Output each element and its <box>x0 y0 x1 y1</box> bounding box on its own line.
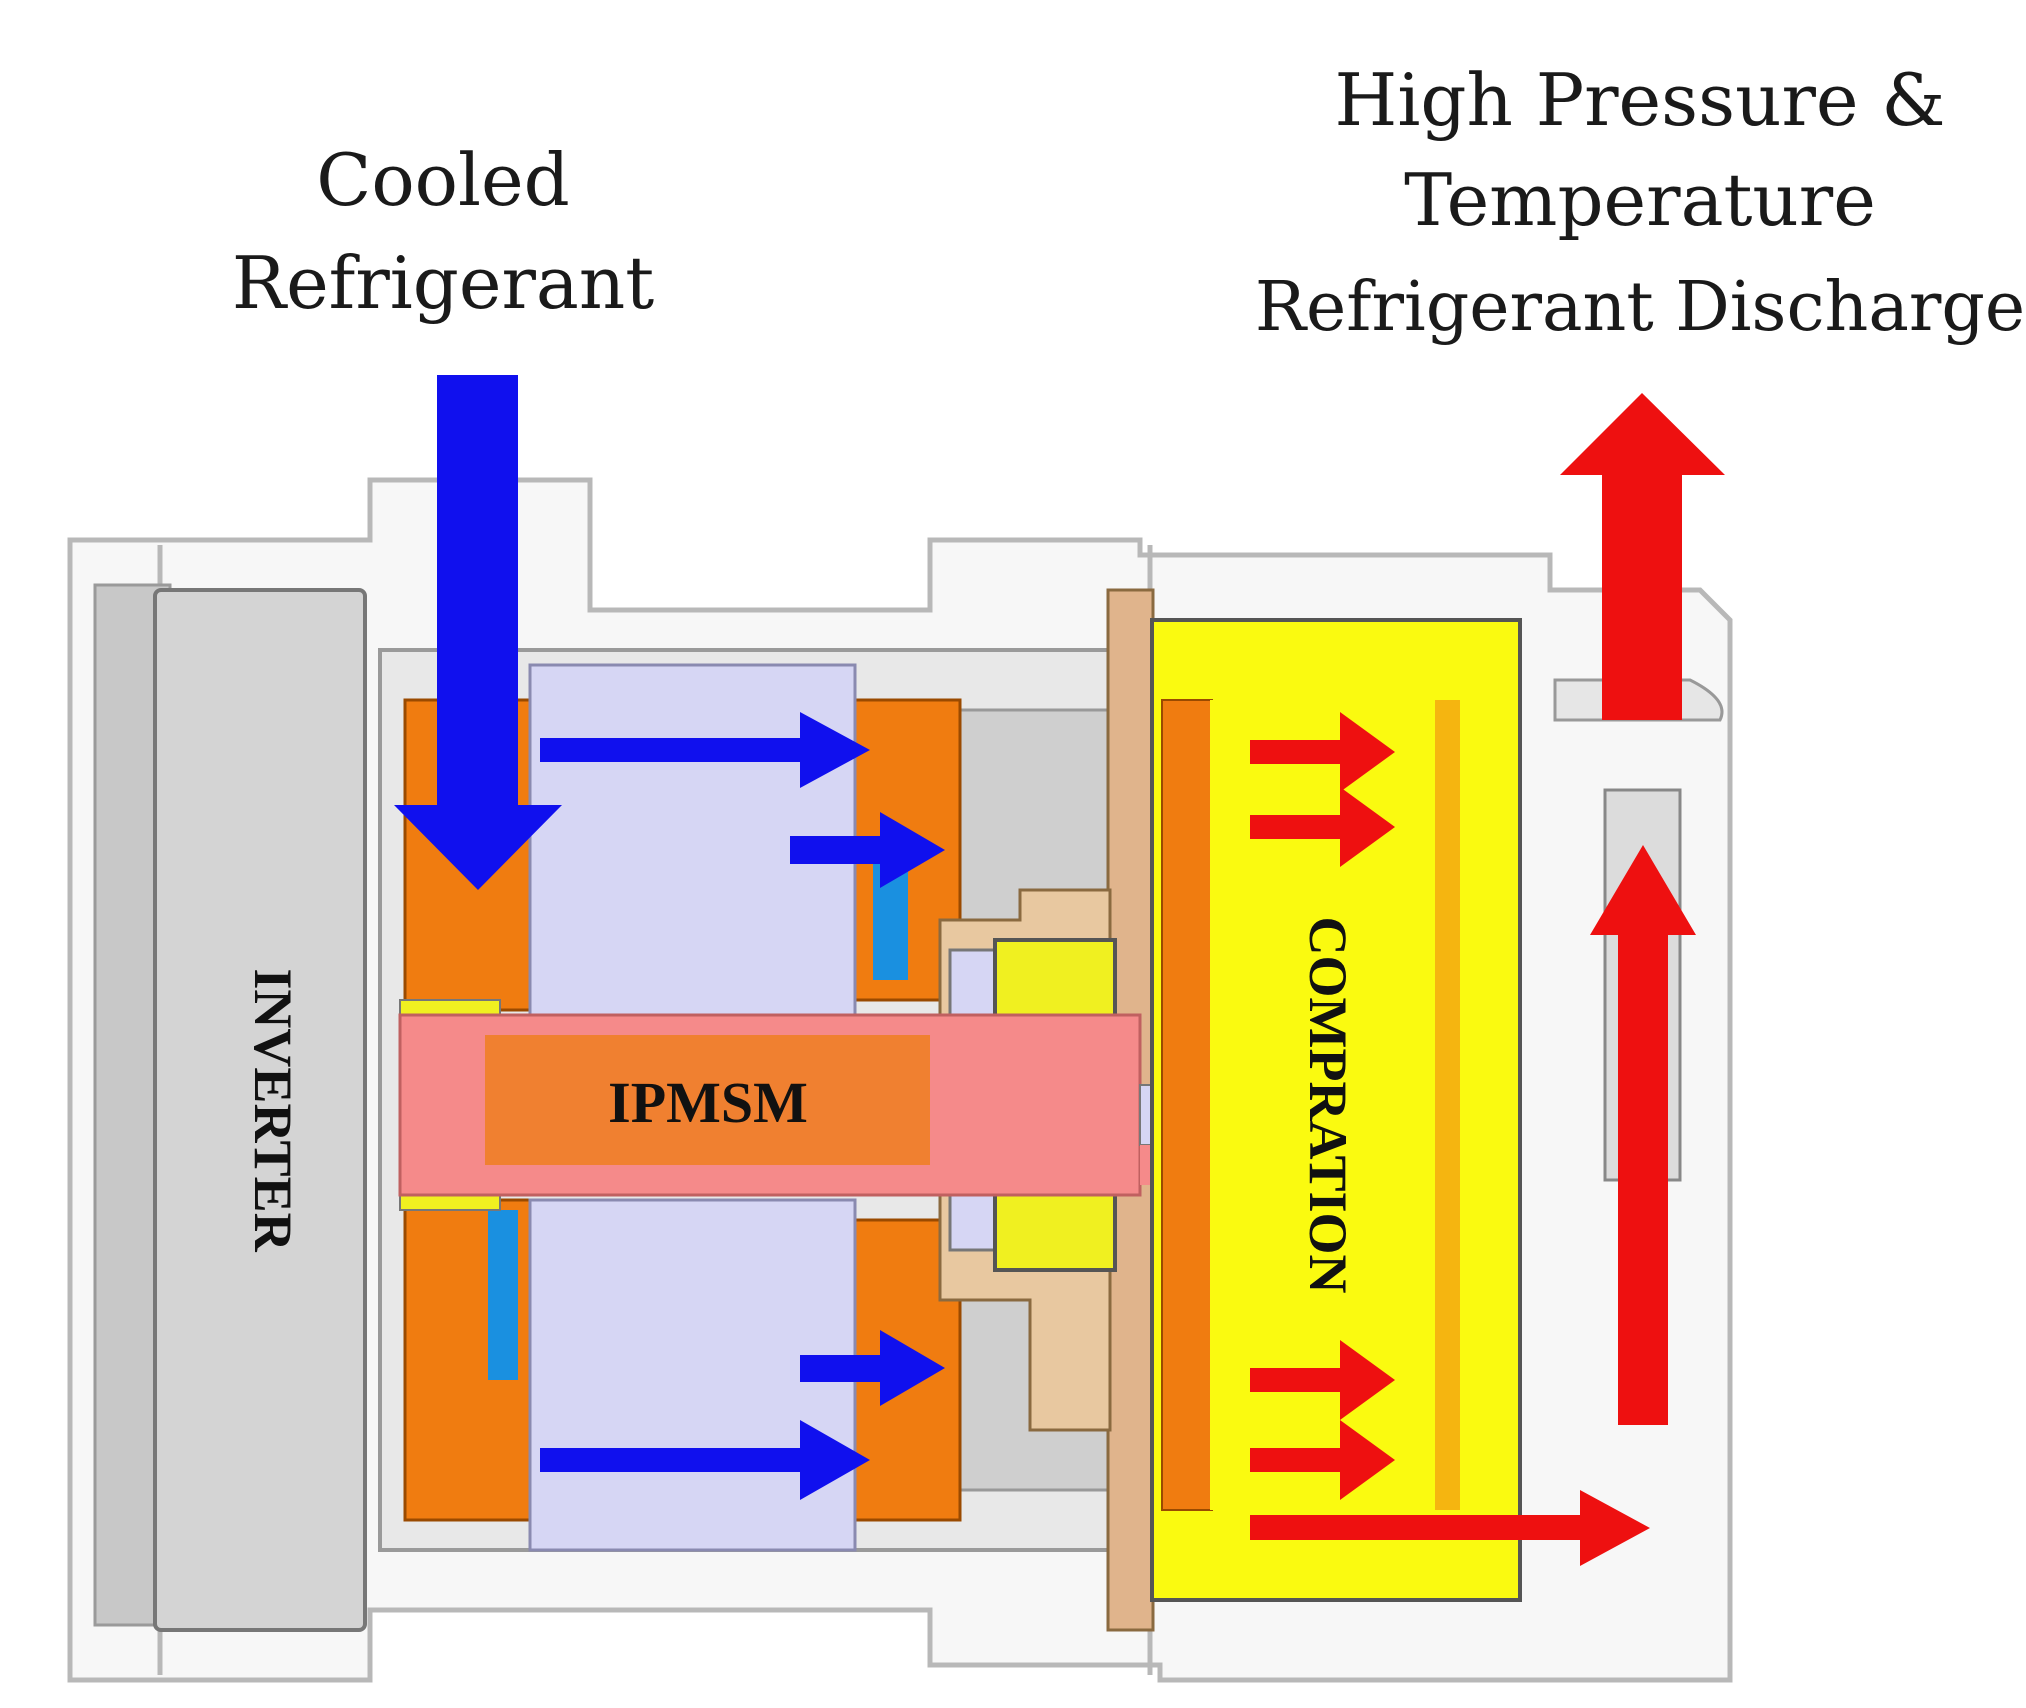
outlet-label-line1: High Pressure & <box>1335 58 1946 142</box>
flow-arrow-blue-1 <box>540 712 870 788</box>
motor-shaft: IPMSM <box>398 1013 1216 1197</box>
outlet-caption: High Pressure & Temperature Refrigerant … <box>1255 58 2025 347</box>
inlet-arrow-large <box>394 375 562 890</box>
inverter-block: INVERTER <box>93 583 367 1632</box>
flow-arrow-blue-3 <box>800 1330 945 1406</box>
hot-flow-arrows <box>1250 393 1725 1566</box>
hot-arrow-4 <box>1250 1420 1395 1500</box>
compression-label: COMPRATION <box>1298 917 1358 1294</box>
ipmsm-label: IPMSM <box>608 1070 808 1135</box>
outlet-label-line3: Refrigerant Discharge <box>1255 268 2025 347</box>
inlet-label-line1: Cooled <box>316 138 570 222</box>
outlet-arrow-large <box>1560 393 1725 720</box>
inlet-caption: Cooled Refrigerant <box>232 138 654 325</box>
hot-arrow-1 <box>1250 712 1395 792</box>
inlet-label-line2: Refrigerant <box>232 241 654 325</box>
hot-arrow-2 <box>1250 787 1395 867</box>
riser-arrow <box>1590 845 1696 1425</box>
flow-arrow-blue-2 <box>790 812 945 888</box>
ipmsm-core <box>485 1035 930 1165</box>
cooled-flow-arrows <box>394 375 945 1500</box>
compression-block: COMPRATION <box>1150 618 1522 1602</box>
inverter-label: INVERTER <box>243 968 303 1252</box>
hot-arrow-3 <box>1250 1340 1395 1420</box>
outlet-label-line2: Temperature <box>1404 158 1876 242</box>
flow-arrow-blue-4 <box>540 1420 870 1500</box>
hot-arrow-5 <box>1250 1490 1650 1566</box>
